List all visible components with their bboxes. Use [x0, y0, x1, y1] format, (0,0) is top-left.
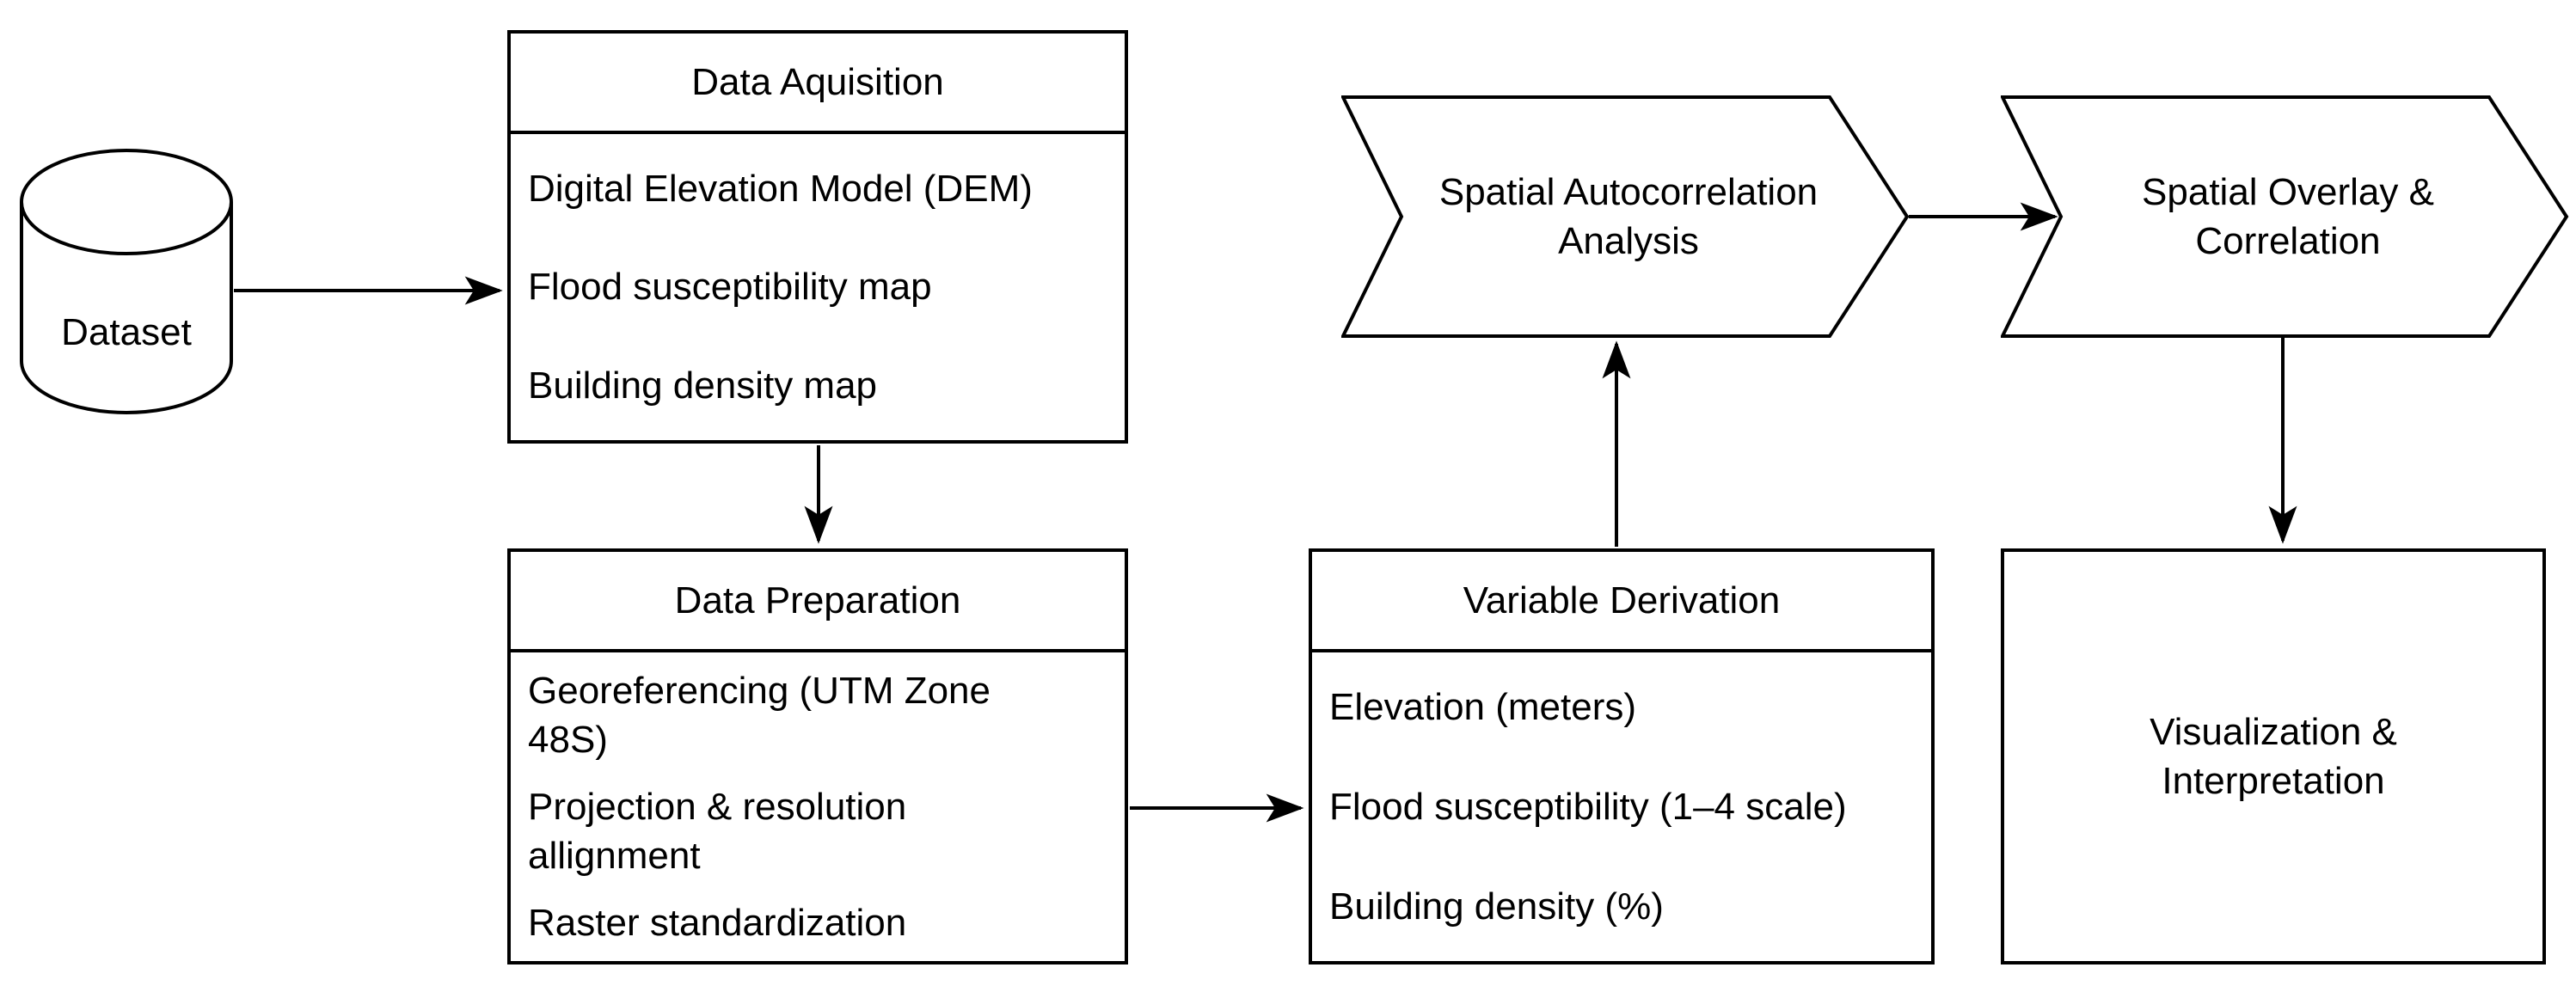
list-item: Digital Elevation Model (DEM): [528, 167, 1033, 210]
spatial-autocorrelation-chevron: [1341, 95, 1910, 338]
dataset-cylinder: [20, 149, 233, 414]
chevron-shape: [1341, 95, 1910, 338]
chevron-shape: [2001, 95, 2569, 338]
list-item: Projection & resolution allignment: [528, 785, 907, 877]
variable-derivation-body: Elevation (meters) Flood susceptibility …: [1312, 652, 1931, 961]
visualization-box: [2001, 548, 2546, 964]
list-item: Raster standardization: [528, 901, 907, 944]
list-item: Georeferencing (UTM Zone 48S): [528, 670, 991, 762]
data-acquisition-title: Data Aquisition: [511, 34, 1125, 134]
cylinder-body: [20, 202, 233, 414]
list-item: Flood susceptibility (1–4 scale): [1329, 785, 1847, 828]
data-preparation-box: Data Preparation Georeferencing (UTM Zon…: [507, 548, 1128, 964]
spatial-overlay-chevron: [2001, 95, 2569, 338]
spatial-overlay-label: Spatial Overlay & Correlation: [2142, 171, 2434, 262]
list-item: Building density (%): [1329, 885, 1664, 928]
list-item: Elevation (meters): [1329, 686, 1637, 729]
data-preparation-title: Data Preparation: [511, 552, 1125, 652]
data-preparation-body: Georeferencing (UTM Zone 48S) Projection…: [511, 652, 1125, 961]
variable-derivation-box: Variable Derivation Elevation (meters) F…: [1309, 548, 1935, 964]
variable-derivation-title: Variable Derivation: [1312, 552, 1931, 652]
list-item: Flood susceptibility map: [528, 266, 932, 309]
list-item: Building density map: [528, 364, 878, 407]
dataset-label: Dataset: [61, 310, 192, 353]
spatial-autocorrelation-label: Spatial Autocorrelation Analysis: [1438, 171, 1819, 262]
cylinder-top-ellipse: [20, 149, 233, 255]
data-acquisition-box: Data Aquisition Digital Elevation Model …: [507, 30, 1128, 444]
visualization-label: Visualization & Interpretation: [2150, 711, 2397, 802]
data-acquisition-body: Digital Elevation Model (DEM) Flood susc…: [511, 134, 1125, 440]
